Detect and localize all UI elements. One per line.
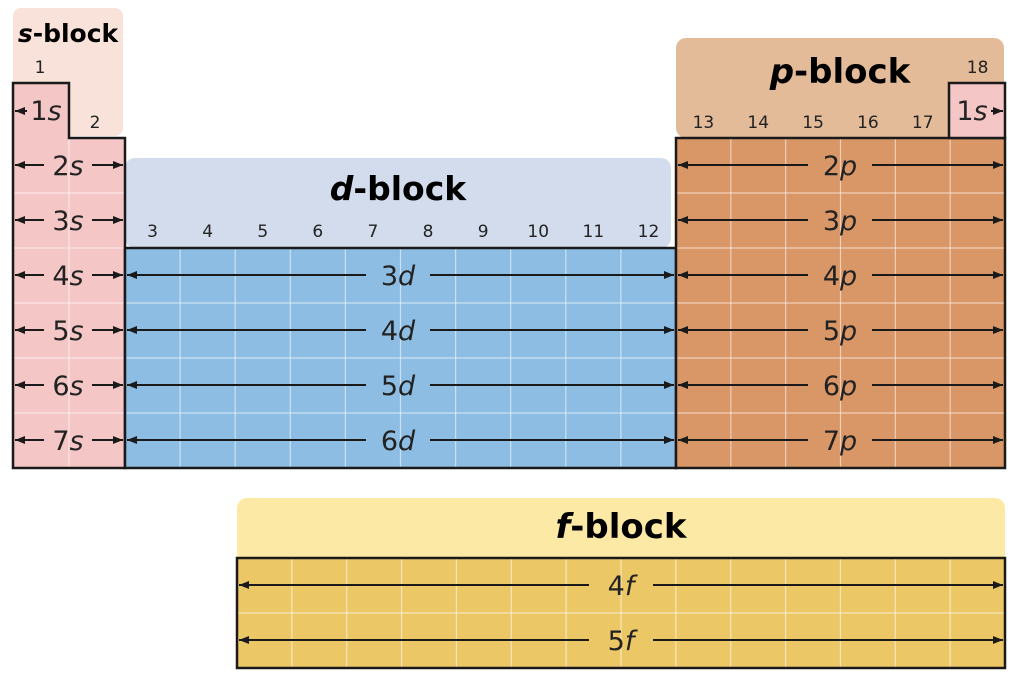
group-number-3: 3 <box>147 222 158 242</box>
cell-grid <box>237 558 1005 668</box>
s-block-cells <box>11 81 127 470</box>
orbital-1s-label: 1s <box>30 96 61 127</box>
orbital-4s: 4s <box>15 261 123 292</box>
group-number-14: 14 <box>747 113 769 133</box>
cell-grid <box>13 138 125 468</box>
group-number-12: 12 <box>638 222 660 242</box>
orbital-3p-label: 3p <box>823 206 857 237</box>
group-number-13: 13 <box>693 113 715 133</box>
d-block-title: d-block <box>330 169 467 208</box>
f-block-title: f-block <box>555 507 687 547</box>
p-block-cells <box>674 81 1007 470</box>
group-number-18: 18 <box>967 58 989 78</box>
orbital-6p-label: 6p <box>823 371 857 402</box>
group-number-6: 6 <box>312 222 323 242</box>
orbital-5d-label: 5d <box>381 371 416 402</box>
orbital-7p-label: 7p <box>823 426 857 457</box>
orbital-5s: 5s <box>15 316 123 347</box>
group-number-15: 15 <box>802 113 824 133</box>
group-number-8: 8 <box>423 222 434 242</box>
cell-grid <box>676 138 1005 468</box>
s-block-title: s-block <box>18 19 120 48</box>
orbital-6p: 6p <box>678 371 1003 402</box>
group-number-1: 1 <box>35 58 46 78</box>
orbital-5p: 5p <box>678 316 1003 347</box>
f-block-cells <box>235 556 1007 670</box>
group-number-11: 11 <box>583 222 605 242</box>
orbital-6d: 6d <box>127 426 674 457</box>
orbital-3s-label: 3s <box>52 206 83 237</box>
group-number-17: 17 <box>912 113 934 133</box>
orbital-4f: 4f <box>239 571 1003 602</box>
d-block-header: d-block 3 4 5 6 7 8 9 10 11 12 <box>125 158 671 248</box>
orbital-2s-label: 2s <box>52 151 83 182</box>
group-number-7: 7 <box>368 222 379 242</box>
orbital-4d: 4d <box>127 316 674 347</box>
group-number-10: 10 <box>527 222 549 242</box>
orbital-4p-label: 4p <box>823 261 857 292</box>
group-number-5: 5 <box>257 222 268 242</box>
orbital-4p: 4p <box>678 261 1003 292</box>
cell-grid <box>125 248 676 468</box>
orbital-6s: 6s <box>15 371 123 402</box>
f-block-header: f-block <box>237 498 1005 570</box>
group-number-2: 2 <box>90 113 101 133</box>
orbital-7s: 7s <box>15 426 123 457</box>
p-block-title: p-block <box>769 52 912 92</box>
orbital-6s-label: 6s <box>52 371 83 402</box>
orbital-rows: 1s 2s 3s 4s 5s 6s 7s 1s 3d 4d 5d 6d 2p 3p 4p 5p 6p 7p 4f 5f <box>15 96 1003 657</box>
orbital-6d-label: 6d <box>381 426 416 457</box>
orbital-5s-label: 5s <box>52 316 83 347</box>
orbital-7s-label: 7s <box>52 426 83 457</box>
orbital-4f-label: 4f <box>608 571 638 602</box>
d-block-group-numbers: 3 4 5 6 7 8 9 10 11 12 <box>147 222 659 242</box>
group-number-9: 9 <box>478 222 489 242</box>
orbital-3d: 3d <box>127 261 674 292</box>
orbital-4d-label: 4d <box>381 316 416 347</box>
d-block-cells <box>123 246 678 470</box>
p-block-group-numbers: 13 14 15 16 17 18 <box>693 58 989 133</box>
orbital-3s: 3s <box>15 206 123 237</box>
orbital-3d-label: 3d <box>381 261 416 292</box>
orbital-helium-1s-label: 1s <box>956 96 987 127</box>
orbital-4s-label: 4s <box>52 261 83 292</box>
s-block-outline <box>11 81 127 470</box>
orbital-7p: 7p <box>678 426 1003 457</box>
orbital-5d: 5d <box>127 371 674 402</box>
group-number-16: 16 <box>857 113 879 133</box>
orbital-2p: 2p <box>678 151 1003 182</box>
p-block-outline <box>674 136 1007 470</box>
f-block-outline <box>235 556 1007 670</box>
orbital-5p-label: 5p <box>823 316 857 347</box>
orbital-3p: 3p <box>678 206 1003 237</box>
orbital-2s: 2s <box>15 151 123 182</box>
orbital-1s: 1s <box>15 96 62 127</box>
orbital-helium-1s: 1s <box>956 96 1003 127</box>
group-number-4: 4 <box>202 222 213 242</box>
p-block-header: p-block 13 14 15 16 17 18 <box>676 38 1004 138</box>
orbital-2p-label: 2p <box>823 151 857 182</box>
orbital-5f-label: 5f <box>608 626 638 657</box>
